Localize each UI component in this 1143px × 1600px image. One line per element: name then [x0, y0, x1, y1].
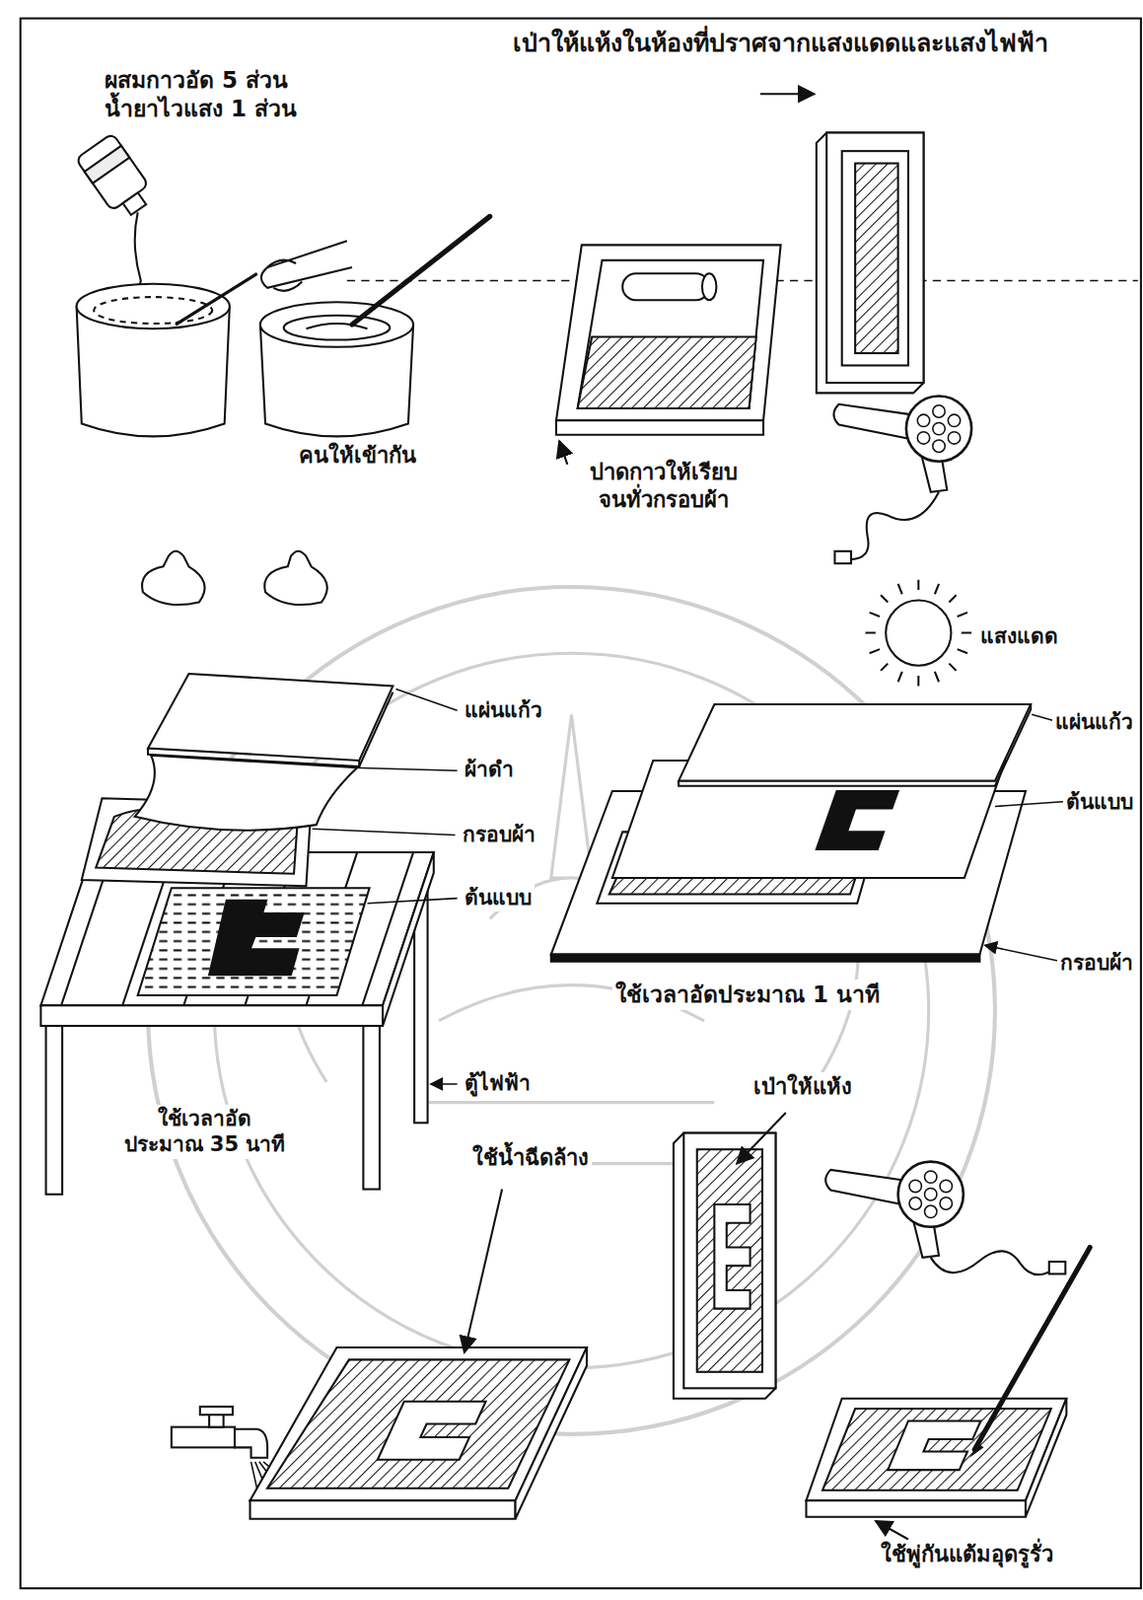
- water-faucet: [171, 1406, 268, 1458]
- part-label: ต้นแบบ: [461, 883, 535, 912]
- step-caption: เป่าให้แห้ง: [750, 1071, 856, 1102]
- leader-line: [559, 440, 568, 465]
- leader-line: [464, 1189, 502, 1354]
- part-label: แผ่นแก้ว: [461, 696, 546, 724]
- sun-symbol: [865, 579, 973, 687]
- stirring-pot: [260, 215, 491, 436]
- pouring-bottle: [75, 133, 157, 223]
- part-label: ต้นแบบ: [1063, 787, 1137, 816]
- exposure-stack: [551, 704, 1031, 962]
- drying-frame: [816, 133, 925, 394]
- part-label: แสงแดด: [977, 622, 1062, 650]
- part-label: ผ้าดำ: [461, 755, 517, 784]
- part-label: กรอบผ้า: [1057, 948, 1137, 977]
- step-caption: ปาดกาวให้เรียบ จนทั่วกรอบผ้า: [571, 457, 756, 514]
- black-cloth: [135, 755, 358, 831]
- coating-frame: [556, 244, 782, 434]
- step-caption: ผสมกาวอัด 5 ส่วน น้ำยาไวแสง 1 ส่วน: [101, 65, 311, 125]
- brush-tip: [969, 1442, 984, 1457]
- dryer-cord: [930, 1250, 1052, 1275]
- step-caption: คนให้เข้ากัน: [295, 440, 420, 471]
- dryer-plug: [1049, 1261, 1067, 1274]
- touchup-tray: [805, 1398, 1067, 1517]
- hair-dryer: [833, 396, 972, 493]
- direction-arrow: [760, 92, 815, 95]
- step-caption: ใช้น้ำฉีดล้าง: [469, 1143, 592, 1173]
- paint-brush: [974, 1247, 1090, 1450]
- leader-line: [985, 714, 1071, 961]
- drying-frame: [673, 1133, 776, 1399]
- leader-line: [875, 1520, 909, 1540]
- time-note: ใช้เวลาอัด ประมาณ 35 นาที: [120, 1104, 289, 1159]
- leader-line: [312, 688, 458, 1083]
- step-caption: เป่าให้แห้งในห้องที่ปราศจากแสงแดดและแสงไ…: [509, 26, 1052, 60]
- time-note: ใช้เวลาอัดประมาณ 1 นาที: [612, 979, 883, 1010]
- washing-tray: [250, 1347, 587, 1519]
- part-label: ตู้ไฟฟ้า: [461, 1069, 534, 1097]
- hair-dryer: [825, 1161, 964, 1258]
- page-border: [20, 18, 1142, 1589]
- dryer-cord: [849, 492, 939, 560]
- leader-line: [736, 1112, 786, 1164]
- part-label: กรอบผ้า: [459, 820, 539, 849]
- part-label: แผ่นแก้ว: [1052, 708, 1137, 736]
- dryer-plug: [834, 551, 852, 564]
- weight-bag: [142, 551, 328, 605]
- glass-sheet: [147, 673, 393, 767]
- step-caption: ใช้พู่กันแต้มอุดรูรั่ว: [877, 1539, 1057, 1570]
